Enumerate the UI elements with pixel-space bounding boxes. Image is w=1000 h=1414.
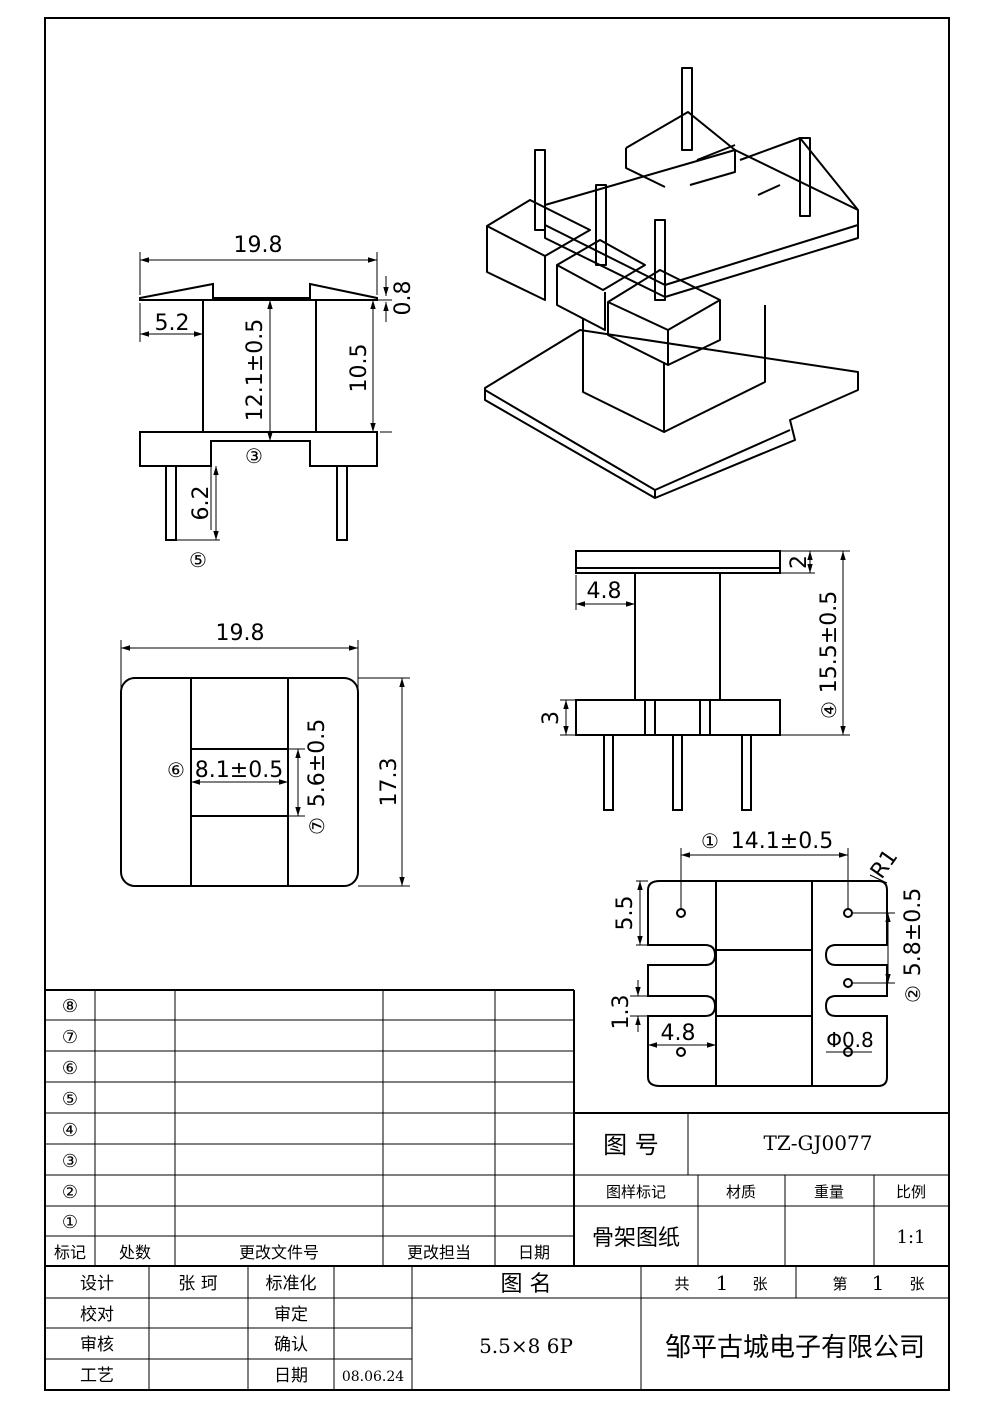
bottom-pitch-label: 5.8±0.5 bbox=[901, 888, 926, 976]
bottom-pin-dia-label: Φ0.8 bbox=[826, 1028, 874, 1052]
scale-value: 1:1 bbox=[897, 1227, 926, 1248]
rev-row-1: ① bbox=[62, 1212, 78, 1233]
confirm-label: 确认 bbox=[274, 1335, 308, 1355]
top-slot-height-label: 5.6±0.5 bbox=[305, 719, 330, 807]
bottom-slot-gap-label: 1.3 bbox=[609, 995, 634, 1030]
process-label: 工艺 bbox=[80, 1366, 114, 1386]
bottom-view-dimensions bbox=[630, 848, 895, 1053]
page-label: 第 bbox=[832, 1275, 847, 1293]
standard-label: 标准化 bbox=[266, 1274, 317, 1294]
total-value: 1 bbox=[716, 1271, 729, 1295]
drawing-frame bbox=[44, 17, 950, 1391]
review-label: 审定 bbox=[274, 1305, 308, 1325]
rev-row-5: ⑤ bbox=[62, 1089, 78, 1110]
page-value: 1 bbox=[872, 1271, 885, 1295]
isometric-view bbox=[484, 67, 859, 499]
rev-header-doc: 更改文件号 bbox=[239, 1243, 319, 1262]
front-mark-5: ⑤ bbox=[189, 548, 207, 572]
side-mark-4: ④ bbox=[817, 701, 841, 719]
rev-header-owner: 更改担当 bbox=[407, 1243, 471, 1262]
title-block-text: 图 号 TZ-GJ0077 图样标记 材质 重量 比例 骨架图纸 1:1 设计 … bbox=[80, 1131, 926, 1386]
top-view-dimensions bbox=[120, 640, 410, 887]
side-total-height-label: 15.5±0.5 bbox=[817, 591, 842, 693]
material-label: 材质 bbox=[726, 1183, 756, 1201]
drawing-name-label: 图 名 bbox=[501, 1272, 552, 1297]
front-view-dimensions bbox=[139, 252, 392, 541]
front-offset-label: 5.2 bbox=[155, 311, 190, 336]
design-label: 设计 bbox=[80, 1274, 114, 1294]
date-value: 08.06.24 bbox=[342, 1369, 404, 1385]
bottom-pin-span-label: 14.1±0.5 bbox=[731, 829, 833, 854]
rev-header-mark: 标记 bbox=[54, 1243, 86, 1262]
side-base-thickness-label: 3 bbox=[539, 711, 564, 725]
front-body-height-label: 10.5 bbox=[347, 344, 372, 393]
bottom-mark-1: ① bbox=[701, 829, 719, 853]
drawing-number: TZ-GJ0077 bbox=[764, 1131, 873, 1155]
rev-row-3: ③ bbox=[62, 1151, 78, 1172]
sample-mark-label: 图样标记 bbox=[606, 1183, 666, 1201]
bottom-view bbox=[647, 880, 888, 1087]
rev-row-7: ⑦ bbox=[62, 1027, 78, 1048]
rev-row-6: ⑥ bbox=[62, 1058, 78, 1079]
top-width-label: 19.8 bbox=[216, 621, 265, 646]
top-slot-width-label: 8.1±0.5 bbox=[195, 758, 283, 783]
top-mark-7: ⑦ bbox=[305, 817, 329, 835]
front-inner-height-label: 12.1±0.5 bbox=[243, 319, 268, 421]
top-view-labels: 19.8 17.3 ⑥ 8.1±0.5 5.6±0.5 ⑦ bbox=[167, 621, 402, 835]
designer-name: 张 珂 bbox=[178, 1274, 217, 1294]
scale-label: 比例 bbox=[896, 1183, 926, 1201]
side-offset-label: 4.8 bbox=[587, 579, 622, 604]
bottom-view-labels: ① 14.1±0.5 R1 5.5 5.8±0.5 ② 1.3 4.8 Φ0.8 bbox=[609, 829, 926, 1052]
side-view-labels: 2 4.8 3 15.5±0.5 ④ bbox=[539, 555, 842, 725]
total-unit: 张 bbox=[752, 1275, 767, 1293]
title-block bbox=[45, 1112, 949, 1390]
bottom-edge-label: 5.5 bbox=[613, 896, 638, 931]
rev-row-2: ② bbox=[62, 1182, 78, 1203]
rev-row-8: ⑧ bbox=[62, 996, 78, 1017]
front-mark-3: ③ bbox=[245, 444, 263, 468]
audit-label: 审核 bbox=[80, 1335, 114, 1355]
front-pin-length-label: 6.2 bbox=[189, 486, 214, 521]
drawing-number-label: 图 号 bbox=[603, 1131, 659, 1159]
sample-mark-value: 骨架图纸 bbox=[592, 1226, 680, 1251]
check-label: 校对 bbox=[80, 1305, 114, 1325]
total-label: 共 bbox=[674, 1275, 689, 1293]
rev-header-count: 处数 bbox=[119, 1243, 151, 1262]
side-view-dimensions bbox=[560, 550, 850, 736]
date-label: 日期 bbox=[274, 1366, 308, 1386]
bottom-mark-2: ② bbox=[901, 985, 925, 1003]
drawing-name-value: 5.5×8 6P bbox=[479, 1334, 573, 1358]
front-view-labels: 19.8 5.2 12.1±0.5 10.5 0.8 6.2 ③ ⑤ bbox=[155, 233, 417, 572]
top-height-label: 17.3 bbox=[377, 758, 402, 807]
bottom-pad-width-label: 4.8 bbox=[661, 1021, 696, 1046]
rev-header-date: 日期 bbox=[518, 1243, 550, 1262]
rev-row-4: ④ bbox=[62, 1120, 78, 1141]
weight-label: 重量 bbox=[814, 1183, 844, 1201]
front-width-label: 19.8 bbox=[234, 233, 283, 258]
company-name: 邹平古城电子有限公司 bbox=[665, 1333, 925, 1363]
top-view bbox=[120, 677, 359, 887]
front-flange-thickness-label: 0.8 bbox=[391, 281, 416, 316]
front-view bbox=[139, 282, 378, 541]
side-top-thickness-label: 2 bbox=[787, 555, 812, 569]
bottom-radius-label: R1 bbox=[866, 845, 903, 883]
side-view bbox=[575, 550, 781, 811]
page-unit: 张 bbox=[909, 1275, 924, 1293]
top-mark-6: ⑥ bbox=[167, 758, 185, 782]
revision-table-text: ⑧ ⑦ ⑥ ⑤ ④ ③ ② ① 标记 处数 更改文件号 更改担当 日期 bbox=[54, 996, 550, 1262]
revision-table bbox=[45, 989, 575, 1266]
